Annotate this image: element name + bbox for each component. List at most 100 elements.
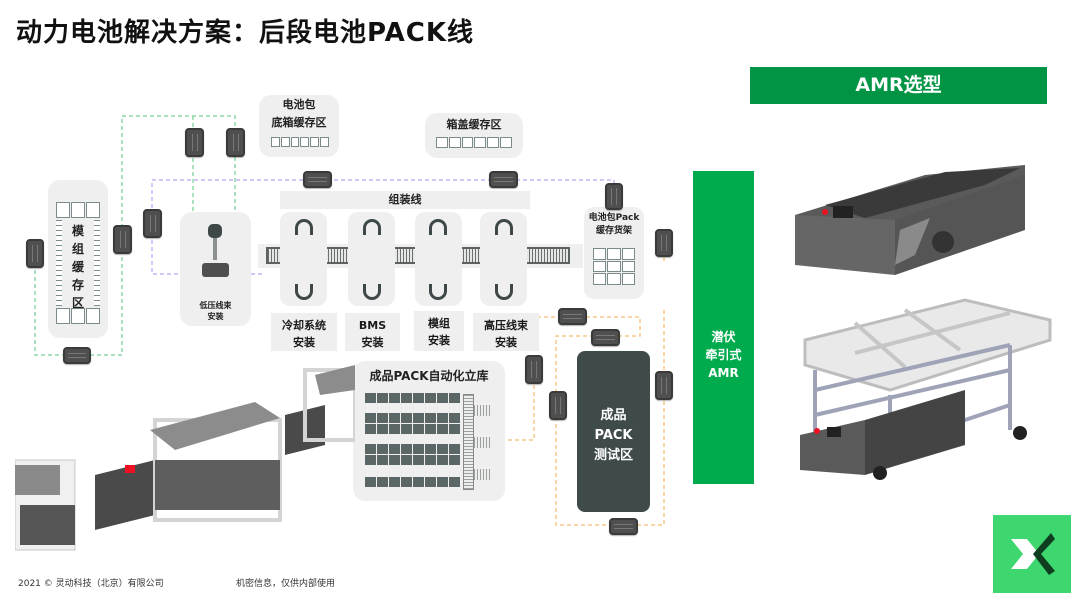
- label-line2: 安装: [293, 336, 315, 349]
- label-line1: 潜伏: [711, 330, 736, 344]
- station-label-hv-harness: 高压线束 安装: [473, 313, 539, 351]
- agv-icon: [549, 391, 567, 420]
- agv-icon: [185, 128, 204, 157]
- storage-grid: [365, 393, 472, 500]
- robot-arm-icon: [429, 219, 447, 235]
- storage-lift: [463, 394, 474, 490]
- shelf-grid: [271, 137, 329, 147]
- storage-cell: [437, 413, 448, 423]
- agv-icon: [655, 371, 673, 400]
- storage-cell: [425, 477, 436, 487]
- zone-label: 低压线束 安装: [180, 300, 251, 322]
- char: 区: [71, 296, 84, 310]
- agv-icon: [609, 518, 638, 535]
- storage-port: [474, 469, 492, 480]
- storage-cell: [401, 413, 412, 423]
- storage-cell: [449, 413, 460, 423]
- storage-cell: [449, 477, 460, 487]
- storage-cell: [389, 424, 400, 434]
- storage-cell: [389, 455, 400, 465]
- label-line2: 牵引式: [705, 348, 742, 362]
- storage-cell: [437, 444, 448, 454]
- zone-lid-buffer: 箱盖缓存区: [425, 113, 523, 158]
- company-logo: [993, 515, 1071, 593]
- storage-cell: [449, 444, 460, 454]
- storage-cell: [401, 393, 412, 403]
- amr-selection-header: AMR选型: [750, 67, 1047, 104]
- agv-icon: [525, 355, 543, 384]
- robot-arm-icon: [295, 219, 313, 235]
- storage-cell: [377, 444, 388, 454]
- amr-type-bar: 潜伏 牵引式 AMR: [693, 171, 754, 484]
- robot-arm-icon: [495, 284, 513, 300]
- shelf-grid-bottom: [56, 308, 100, 324]
- robot-arm-icon: [295, 284, 313, 300]
- amr-fleet-illustration: [15, 365, 355, 551]
- storage-cell: [425, 424, 436, 434]
- storage-cell: [389, 444, 400, 454]
- zone-label: 组装线: [388, 193, 422, 206]
- storage-cell: [425, 413, 436, 423]
- robot-arm-icon: [363, 284, 381, 300]
- robot-arm-icon: [495, 219, 513, 235]
- storage-cell: [413, 455, 424, 465]
- label-line2: 缓存货架: [595, 226, 632, 236]
- storage-cell: [425, 393, 436, 403]
- robot-arm-icon: [363, 219, 381, 235]
- agv-icon: [63, 347, 91, 364]
- zone-label: 成品PACK自动化立库: [369, 369, 489, 383]
- shelf-grid: [436, 137, 512, 148]
- label-line2: 安装: [361, 336, 384, 349]
- char: 缓: [71, 260, 84, 274]
- station-label-bms: BMS 安装: [345, 313, 400, 351]
- storage-cell: [437, 477, 448, 487]
- label-line1: BMS: [358, 319, 387, 332]
- storage-cell: [449, 455, 460, 465]
- storage-cell: [413, 424, 424, 434]
- label-line2: 安装: [207, 312, 224, 321]
- storage-cell: [413, 413, 424, 423]
- footer-copyright: 2021 © 灵动科技（北京）有限公司: [18, 579, 164, 589]
- zone-finished-storage: 成品PACK自动化立库: [353, 361, 505, 501]
- storage-cell: [449, 393, 460, 403]
- label-line1: 电池包Pack: [588, 213, 640, 223]
- storage-cell: [365, 477, 376, 487]
- zone-low-voltage-harness: 低压线束 安装: [180, 212, 251, 326]
- agv-icon: [113, 225, 132, 254]
- shelf-grid-top: [56, 202, 100, 218]
- storage-cell: [365, 424, 376, 434]
- storage-cell: [377, 455, 388, 465]
- storage-cell: [377, 424, 388, 434]
- agv-icon: [303, 171, 332, 188]
- zone-label-line1: 电池包: [282, 98, 316, 111]
- storage-cell: [401, 477, 412, 487]
- agv-icon: [489, 171, 518, 188]
- zone-label: 模 组 缓 存 区: [48, 222, 108, 312]
- storage-cell: [437, 393, 448, 403]
- label-line1: 高压线束: [484, 319, 528, 332]
- storage-cell: [389, 413, 400, 423]
- towing-amr-image: [800, 298, 1052, 480]
- page-title: 动力电池解决方案：后段电池PACK线: [16, 18, 475, 48]
- x-logo-icon: [1011, 533, 1055, 575]
- latent-amr-image: [795, 165, 1025, 275]
- station-label-cooling: 冷却系统 安装: [271, 313, 337, 351]
- storage-port: [474, 405, 492, 416]
- zone-label-line2: 底箱缓存区: [271, 116, 327, 129]
- storage-cell: [413, 477, 424, 487]
- zone-module-buffer: 模 组 缓 存 区: [48, 180, 108, 338]
- zone-label: 箱盖缓存区: [446, 118, 502, 131]
- label-line1: 冷却系统: [282, 319, 326, 332]
- storage-cell: [389, 393, 400, 403]
- agv-icon: [143, 209, 162, 238]
- label-line2: PACK: [594, 428, 633, 443]
- agv-icon: [202, 263, 229, 277]
- storage-cell: [413, 393, 424, 403]
- label-line2: 安装: [495, 336, 517, 349]
- agv-icon: [558, 308, 587, 325]
- storage-cell: [365, 413, 376, 423]
- zone-pack-rack: 电池包Pack 缓存货架: [584, 207, 644, 299]
- agv-icon: [605, 183, 623, 210]
- storage-cell: [401, 444, 412, 454]
- storage-cell: [437, 455, 448, 465]
